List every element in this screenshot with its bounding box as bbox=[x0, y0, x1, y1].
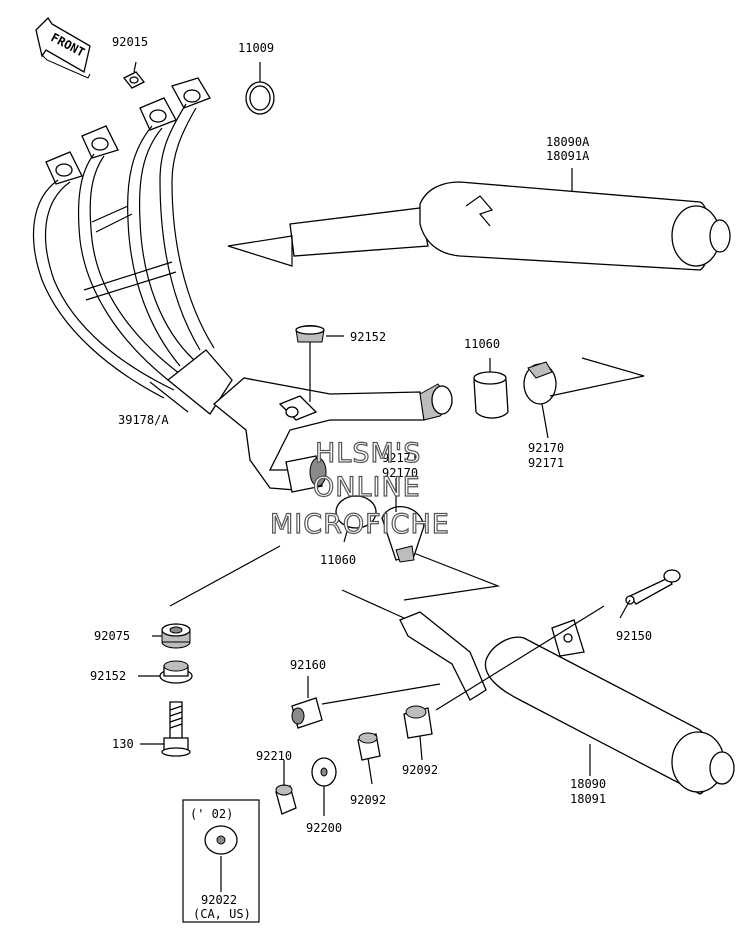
label-18090: 18090 bbox=[570, 777, 606, 791]
nut-92015 bbox=[122, 71, 146, 89]
label-92150: 92150 bbox=[616, 629, 652, 643]
collar-92152-top bbox=[295, 325, 325, 343]
bolt-130 bbox=[161, 701, 191, 757]
label-92152-top: 92152 bbox=[350, 330, 386, 344]
inset-part: 92022 bbox=[201, 893, 237, 907]
label-92170-mid: 92170 bbox=[382, 466, 418, 480]
grommet-92092-left bbox=[357, 732, 381, 761]
damper-92160 bbox=[291, 683, 441, 729]
washer-92200 bbox=[311, 757, 337, 787]
inset-box-92022: (' 02) 92022 (CA, US) bbox=[182, 799, 260, 923]
label-92092-left: 92092 bbox=[350, 793, 386, 807]
label-18090a: 18090A bbox=[546, 135, 590, 149]
label-11060-left: 11060 bbox=[320, 553, 356, 567]
label-92152-bottom: 92152 bbox=[90, 669, 126, 683]
watermark-line-3: MICROFICHE bbox=[270, 509, 450, 540]
label-92210: 92210 bbox=[256, 749, 292, 763]
label-92160: 92160 bbox=[290, 658, 326, 672]
inset-region: (CA, US) bbox=[193, 907, 251, 921]
exhaust-header-pipes bbox=[32, 77, 453, 493]
label-130: 130 bbox=[112, 737, 134, 751]
label-92075: 92075 bbox=[94, 629, 130, 643]
grommet-92092-right bbox=[403, 705, 433, 739]
label-18091: 18091 bbox=[570, 792, 606, 806]
label-39178: 39178/A bbox=[118, 413, 169, 427]
label-92170-right: 92170 bbox=[528, 441, 564, 455]
watermark-line-2: ONLINE bbox=[313, 472, 421, 503]
label-92092-right: 92092 bbox=[402, 763, 438, 777]
watermark: HLSM'S ONLINE MICROFICHE bbox=[269, 437, 450, 540]
label-92171-mid: 92171 bbox=[382, 451, 418, 465]
label-92200: 92200 bbox=[306, 821, 342, 835]
label-11009: 11009 bbox=[238, 41, 274, 55]
bolt-92150 bbox=[625, 569, 681, 605]
upper-muffler bbox=[227, 181, 731, 271]
label-92015: 92015 bbox=[112, 35, 148, 49]
label-11060-right: 11060 bbox=[464, 337, 500, 351]
front-arrow-icon: FRONT bbox=[35, 16, 91, 79]
label-18091a: 18091A bbox=[546, 149, 590, 163]
inset-year: (' 02) bbox=[190, 807, 233, 821]
rubber-damper-92075 bbox=[161, 623, 191, 649]
nut-92210 bbox=[275, 784, 297, 815]
lower-muffler bbox=[341, 549, 735, 795]
leader-lines bbox=[133, 61, 631, 816]
right-gasket-and-clamp bbox=[473, 357, 645, 419]
collar-92152-bottom bbox=[159, 660, 193, 684]
gasket-11009 bbox=[245, 81, 275, 115]
mid-gasket-and-clamp bbox=[335, 495, 425, 563]
label-92171-right: 92171 bbox=[528, 456, 564, 470]
watermark-line-1: HLSM'S bbox=[315, 438, 421, 469]
part-labels: 92015 11009 18090A 18091A 92152 11060 39… bbox=[90, 35, 652, 835]
